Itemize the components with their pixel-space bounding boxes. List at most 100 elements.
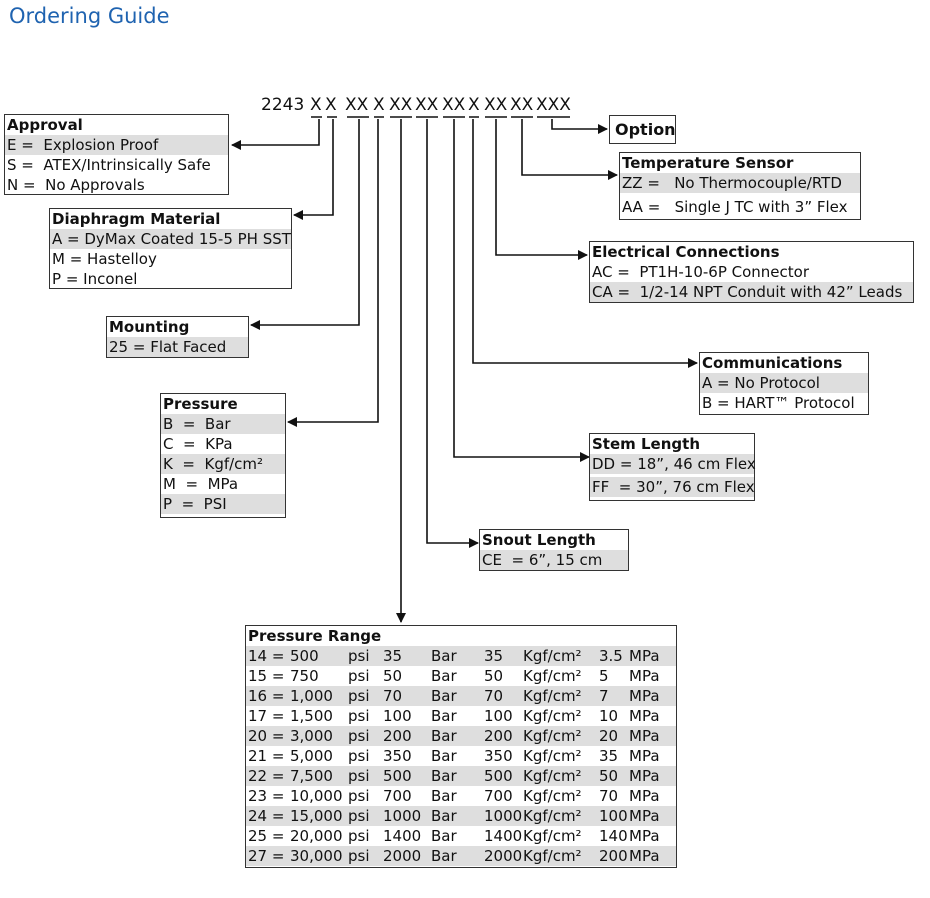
range-mpa-value: 100 — [599, 807, 628, 825]
range-psi-unit: psi — [348, 707, 370, 725]
range-bar-value: 1400 — [383, 827, 422, 845]
range-bar-value: 35 — [383, 647, 403, 665]
code-segment-units: X — [373, 95, 385, 115]
pressure-range-title: Pressure Range — [248, 627, 382, 645]
snout-title: Snout Length — [482, 531, 596, 549]
range-psi-value: 7,500 — [290, 767, 333, 785]
snout-option: CE = 6”, 15 cm — [480, 550, 628, 570]
model-code-prefix: 2243 — [261, 95, 305, 115]
code-segment-approval: X — [310, 95, 322, 115]
range-kgf-value: 500 — [484, 767, 513, 785]
range-bar-unit: Bar — [431, 727, 457, 745]
range-kgf-unit: Kgf/cm² — [523, 727, 582, 745]
range-kgf-value: 350 — [484, 747, 513, 765]
temperature-option: AA = Single J TC with 3” Flex — [622, 198, 848, 216]
range-mpa-unit: MPa — [629, 827, 660, 845]
range-bar-unit: Bar — [431, 747, 457, 765]
electrical-box: Electrical Connections AC = PT1H-10-6P C… — [589, 241, 914, 303]
communications-box: Communications A = No Protocol B = HART™… — [699, 352, 869, 415]
range-bar-value: 70 — [383, 687, 403, 705]
temperature-title: Temperature Sensor — [622, 154, 794, 172]
range-mpa-unit: MPa — [629, 747, 660, 765]
range-bar-value: 2000 — [383, 847, 422, 865]
diaphragm-option: M = Hastelloy — [52, 250, 157, 268]
electrical-option: CA = 1/2-14 NPT Conduit with 42” Leads — [590, 282, 913, 302]
snout-box: Snout Length CE = 6”, 15 cm — [479, 529, 629, 571]
range-bar-unit: Bar — [431, 707, 457, 725]
range-mpa-unit: MPa — [629, 667, 660, 685]
code-segment-option: XXX — [536, 95, 571, 115]
temperature-option: ZZ = No Thermocouple/RTD — [620, 173, 860, 193]
range-kgf-unit: Kgf/cm² — [523, 827, 582, 845]
code-segment-snout: XX — [415, 95, 439, 115]
range-psi-value: 3,000 — [290, 727, 333, 745]
range-kgf-unit: Kgf/cm² — [523, 767, 582, 785]
range-mpa-value: 140 — [599, 827, 628, 845]
range-bar-unit: Bar — [431, 827, 457, 845]
range-psi-unit: psi — [348, 767, 370, 785]
stem-box: Stem Length DD = 18”, 46 cm Flex FF = 30… — [589, 433, 756, 501]
range-kgf-value: 1000 — [484, 807, 523, 825]
range-code: 15 = — [248, 667, 285, 685]
range-psi-unit: psi — [348, 727, 370, 745]
range-psi-unit: psi — [348, 747, 370, 765]
range-kgf-unit: Kgf/cm² — [523, 787, 582, 805]
range-kgf-value: 35 — [484, 647, 504, 665]
range-kgf-value: 1400 — [484, 827, 523, 845]
range-mpa-value: 20 — [599, 727, 619, 745]
range-code: 27 = — [248, 847, 285, 865]
approval-title: Approval — [7, 116, 83, 134]
approval-box: Approval E = Explosion Proof S = ATEX/In… — [4, 114, 229, 195]
code-segment-stem: XX — [442, 95, 466, 115]
range-psi-value: 10,000 — [290, 787, 343, 805]
range-code: 17 = — [248, 707, 285, 725]
range-psi-value: 750 — [290, 667, 319, 685]
range-psi-value: 5,000 — [290, 747, 333, 765]
page-title: Ordering Guide — [9, 4, 170, 28]
range-code: 25 = — [248, 827, 285, 845]
range-psi-value: 15,000 — [290, 807, 343, 825]
range-psi-unit: psi — [348, 667, 370, 685]
flange-title: Mounting Flange — [109, 318, 190, 356]
range-mpa-unit: MPa — [629, 767, 660, 785]
range-mpa-unit: MPa — [629, 647, 660, 665]
range-mpa-value: 5 — [599, 667, 609, 685]
range-psi-unit: psi — [348, 847, 370, 865]
stem-option: DD = 18”, 46 cm Flex — [590, 454, 756, 474]
range-mpa-value: 3.5 — [599, 647, 623, 665]
range-kgf-value: 700 — [484, 787, 513, 805]
diaphragm-option: A = DyMax Coated 15-5 PH SST — [50, 229, 291, 249]
units-option: K = Kgf/cm² — [161, 454, 285, 474]
range-psi-value: 1,500 — [290, 707, 333, 725]
code-segment-range: XX — [389, 95, 413, 115]
flange-box: Mounting Flange 25 = Flat Faced — [106, 316, 249, 358]
range-bar-unit: Bar — [431, 647, 457, 665]
range-mpa-value: 200 — [599, 847, 628, 865]
range-mpa-unit: MPa — [629, 787, 660, 805]
range-bar-value: 1000 — [383, 807, 422, 825]
diaphragm-option: P = Inconel — [52, 270, 138, 288]
range-bar-unit: Bar — [431, 807, 457, 825]
units-option: C = KPa — [163, 435, 233, 453]
code-segment-diaphragm: X — [325, 95, 337, 115]
diaphragm-title: Diaphragm Material — [52, 210, 221, 228]
code-segment-temperature: XX — [510, 95, 534, 115]
range-kgf-unit: Kgf/cm² — [523, 747, 582, 765]
range-bar-unit: Bar — [431, 687, 457, 705]
range-mpa-value: 50 — [599, 767, 619, 785]
code-segment-flange: XX — [345, 95, 369, 115]
stem-title: Stem Length — [592, 435, 700, 453]
range-psi-unit: psi — [348, 807, 370, 825]
range-psi-unit: psi — [348, 687, 370, 705]
range-mpa-value: 7 — [599, 687, 609, 705]
stem-option: FF = 30”, 76 cm Flex — [590, 477, 755, 497]
range-psi-value: 20,000 — [290, 827, 343, 845]
